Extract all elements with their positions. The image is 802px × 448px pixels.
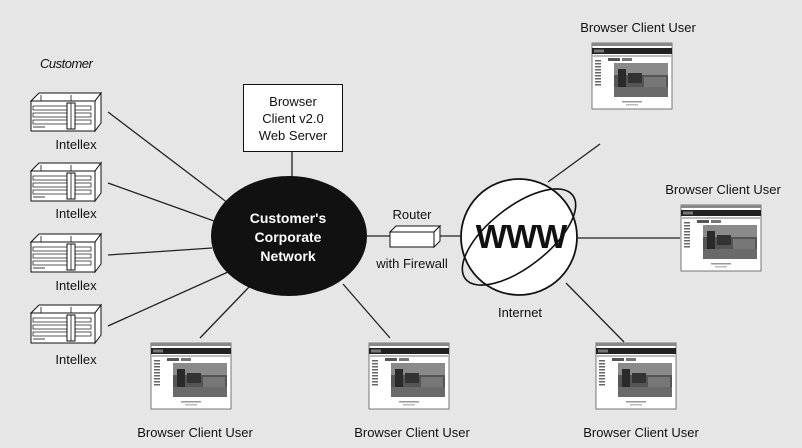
www-label: WWW xyxy=(475,218,567,255)
network-line-2: Corporate xyxy=(254,229,322,245)
intellex-label-2: Intellex xyxy=(55,206,97,221)
browser-client-window-4 xyxy=(591,42,673,110)
router-label: Router xyxy=(392,207,432,222)
network-line-3: Network xyxy=(260,248,316,264)
intellex-label-1: Intellex xyxy=(55,137,97,152)
server-line-2: Client v2.0 xyxy=(262,111,324,126)
internet-label: Internet xyxy=(497,305,543,320)
server-line-3: Web Server xyxy=(258,128,328,143)
router-icon xyxy=(388,224,442,249)
browser-client-window-3 xyxy=(595,342,677,410)
intellex-unit-1 xyxy=(30,92,102,132)
client-label-1: Browser Client User xyxy=(137,425,253,440)
intellex-unit-4 xyxy=(30,304,102,344)
server-line-1: Browser xyxy=(269,94,317,109)
intellex-label-3: Intellex xyxy=(55,278,97,293)
client-label-4: Browser Client User xyxy=(580,20,696,35)
client-label-2: Browser Client User xyxy=(354,425,470,440)
firewall-label: with Firewall xyxy=(376,256,448,271)
client-label-5: Browser Client User xyxy=(665,182,781,197)
client-label-3: Browser Client User xyxy=(583,425,699,440)
intellex-unit-3 xyxy=(30,233,102,273)
network-line-1: Customer's xyxy=(249,210,327,226)
corporate-network-label: Customer's Corporate Network xyxy=(228,209,348,266)
customer-label: Customer xyxy=(40,56,93,71)
browser-client-window-1 xyxy=(150,342,232,410)
corporate-network-ellipse xyxy=(211,176,367,296)
web-server-box: Browser Client v2.0 Web Server xyxy=(243,84,343,152)
internet-globe-icon xyxy=(460,178,578,296)
browser-client-window-5 xyxy=(680,204,762,272)
connection-lines xyxy=(107,111,680,343)
intellex-unit-2 xyxy=(30,162,102,202)
browser-client-window-2 xyxy=(368,342,450,410)
intellex-label-4: Intellex xyxy=(55,352,97,367)
